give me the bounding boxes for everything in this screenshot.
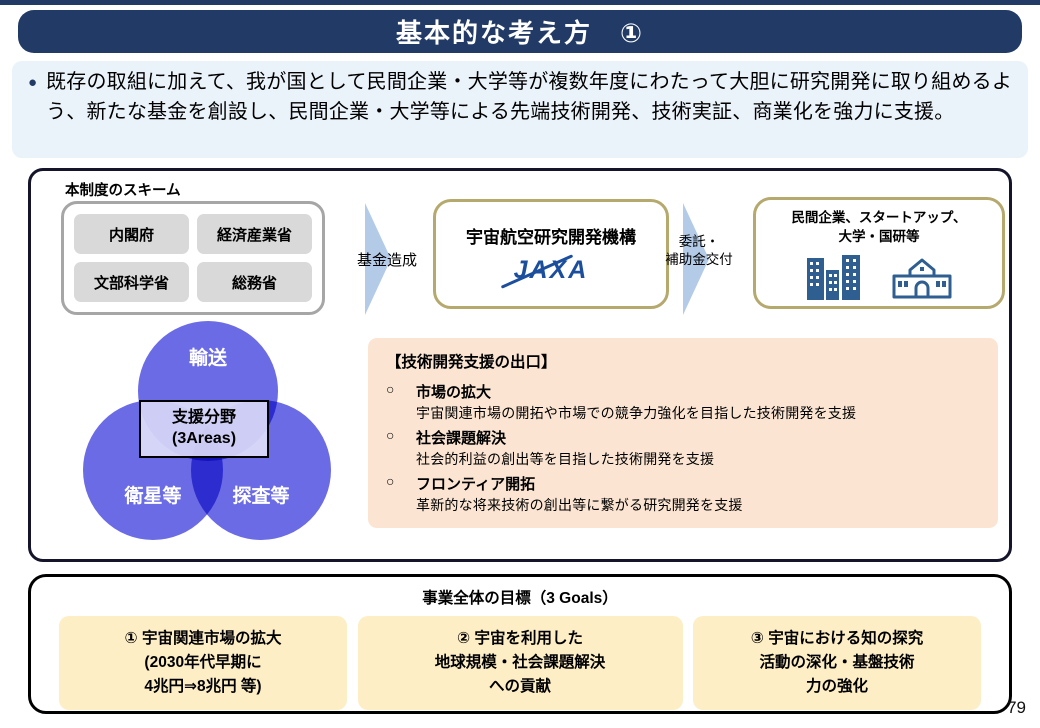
exit-item-market: ○ 市場の拡大 宇宙関連市場の開拓や市場での競争力強化を目指した技術開発を支援 bbox=[386, 381, 857, 421]
page-number: 79 bbox=[1007, 698, 1026, 717]
fund-arrow-icon bbox=[365, 203, 391, 315]
goal-card-social-contribution: ② 宇宙を利用した 地球規模・社会課題解決 への貢献 bbox=[357, 616, 683, 710]
bullet-icon: ● bbox=[28, 74, 38, 91]
venn-label-satellite: 衛星等 bbox=[124, 486, 182, 507]
scheme-label: 本制度のスキーム bbox=[65, 183, 181, 199]
venn-center-box: 支援分野 (3Areas) bbox=[139, 400, 269, 458]
exit-item-frontier: ○ フロンティア開拓 革新的な将来技術の創出等に繋がる研究開発を支援 bbox=[386, 473, 743, 513]
intro-summary-box: ● 既存の取組に加えて、我が国として民間企業・大学等が複数年度にわたって大胆に研… bbox=[12, 61, 1028, 158]
slide-top-edge bbox=[0, 0, 1040, 5]
slide-title-bar: 基本的な考え方 ① bbox=[18, 10, 1022, 53]
ministries-group-box: 内閣府 経済産業省 文部科学省 総務省 bbox=[61, 201, 325, 315]
consign-arrow-icon bbox=[683, 203, 709, 315]
goals-row: ① 宇宙関連市場の拡大 (2030年代早期に 4兆円⇒8兆円 等) ② 宇宙を利… bbox=[31, 616, 1009, 710]
goal-card-market-expansion: ① 宇宙関連市場の拡大 (2030年代早期に 4兆円⇒8兆円 等) bbox=[59, 616, 347, 710]
ministry-mext: 文部科学省 bbox=[74, 262, 189, 302]
partners-box: 民間企業、スタートアップ、 大学・国研等 bbox=[753, 197, 1005, 309]
venn-label-exploration: 探査等 bbox=[232, 486, 290, 507]
tech-support-exit-box: 【技術開発支援の出口】 ○ 市場の拡大 宇宙関連市場の開拓や市場での競争力強化を… bbox=[368, 338, 998, 528]
goal-card-knowledge-exploration: ③ 宇宙における知の探究 活動の深化・基盤技術 力の強化 bbox=[693, 616, 981, 710]
slide-title: 基本的な考え方 ① bbox=[395, 18, 644, 48]
circle-marker-icon: ○ bbox=[386, 473, 395, 489]
ministry-cabinet-office: 内閣府 bbox=[74, 214, 189, 254]
overall-goals-box: 事業全体の目標（3 Goals） ① 宇宙関連市場の拡大 (2030年代早期に … bbox=[28, 574, 1012, 714]
office-buildings-icon bbox=[805, 252, 867, 300]
partners-title: 民間企業、スタートアップ、 大学・国研等 bbox=[791, 210, 967, 244]
exit-item-social: ○ 社会課題解決 社会的利益の創出等を目指した技術開発を支援 bbox=[386, 427, 715, 467]
circle-marker-icon: ○ bbox=[386, 381, 395, 397]
jaxa-name: 宇宙航空研究開発機構 bbox=[466, 228, 636, 247]
scheme-diagram-box: 本制度のスキーム 内閣府 経済産業省 文部科学省 総務省 基金造成 宇宙航空研究… bbox=[28, 168, 1012, 562]
jaxa-logo: JAXA bbox=[500, 254, 589, 289]
circle-marker-icon: ○ bbox=[386, 427, 395, 443]
ministry-meti: 経済産業省 bbox=[197, 214, 312, 254]
ministry-mic: 総務省 bbox=[197, 262, 312, 302]
intro-text: 既存の取組に加えて、我が国として民間企業・大学等が複数年度にわたって大胆に研究開… bbox=[46, 71, 1013, 123]
consign-arrow-label: 委託・ 補助金交付 bbox=[665, 234, 733, 268]
goals-title: 事業全体の目標（3 Goals） bbox=[422, 590, 618, 607]
venn-label-transport: 輸送 bbox=[188, 348, 227, 369]
support-areas-venn: 輸送 衛星等 探査等 支援分野 (3Areas) bbox=[76, 313, 368, 563]
university-building-icon bbox=[891, 254, 953, 300]
jaxa-box: 宇宙航空研究開発機構 JAXA bbox=[433, 199, 669, 309]
exit-header: 【技術開発支援の出口】 bbox=[386, 354, 557, 371]
partner-icons bbox=[805, 252, 953, 300]
fund-arrow-label: 基金造成 bbox=[356, 252, 417, 269]
